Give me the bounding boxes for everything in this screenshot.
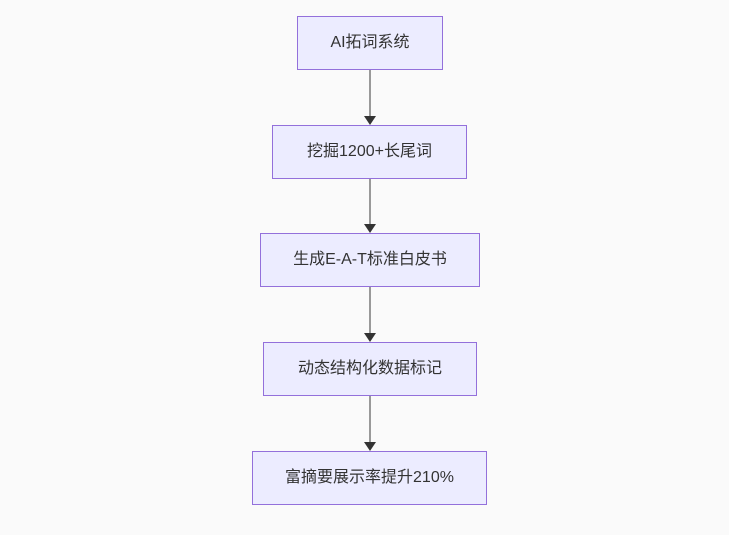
flow-node-longtail-mining: 挖掘1200+长尾词 [272, 125, 467, 179]
flow-node-structured-data-markup: 动态结构化数据标记 [263, 342, 477, 396]
arrow-down-icon [364, 116, 376, 125]
flow-edge-2 [363, 179, 377, 233]
flow-edge-4 [363, 396, 377, 451]
flow-edge-1 [363, 70, 377, 125]
flow-edge-3 [363, 287, 377, 342]
arrow-down-icon [364, 224, 376, 233]
flow-node-eat-whitepaper: 生成E-A-T标准白皮书 [260, 233, 480, 287]
flow-node-ai-word-expansion: AI拓词系统 [297, 16, 443, 70]
arrow-down-icon [364, 333, 376, 342]
arrow-down-icon [364, 442, 376, 451]
arrow-line [369, 287, 371, 333]
flow-node-rich-snippet-rate: 富摘要展示率提升210% [252, 451, 487, 505]
arrow-line [369, 396, 371, 442]
arrow-line [369, 70, 371, 116]
arrow-line [369, 179, 371, 224]
